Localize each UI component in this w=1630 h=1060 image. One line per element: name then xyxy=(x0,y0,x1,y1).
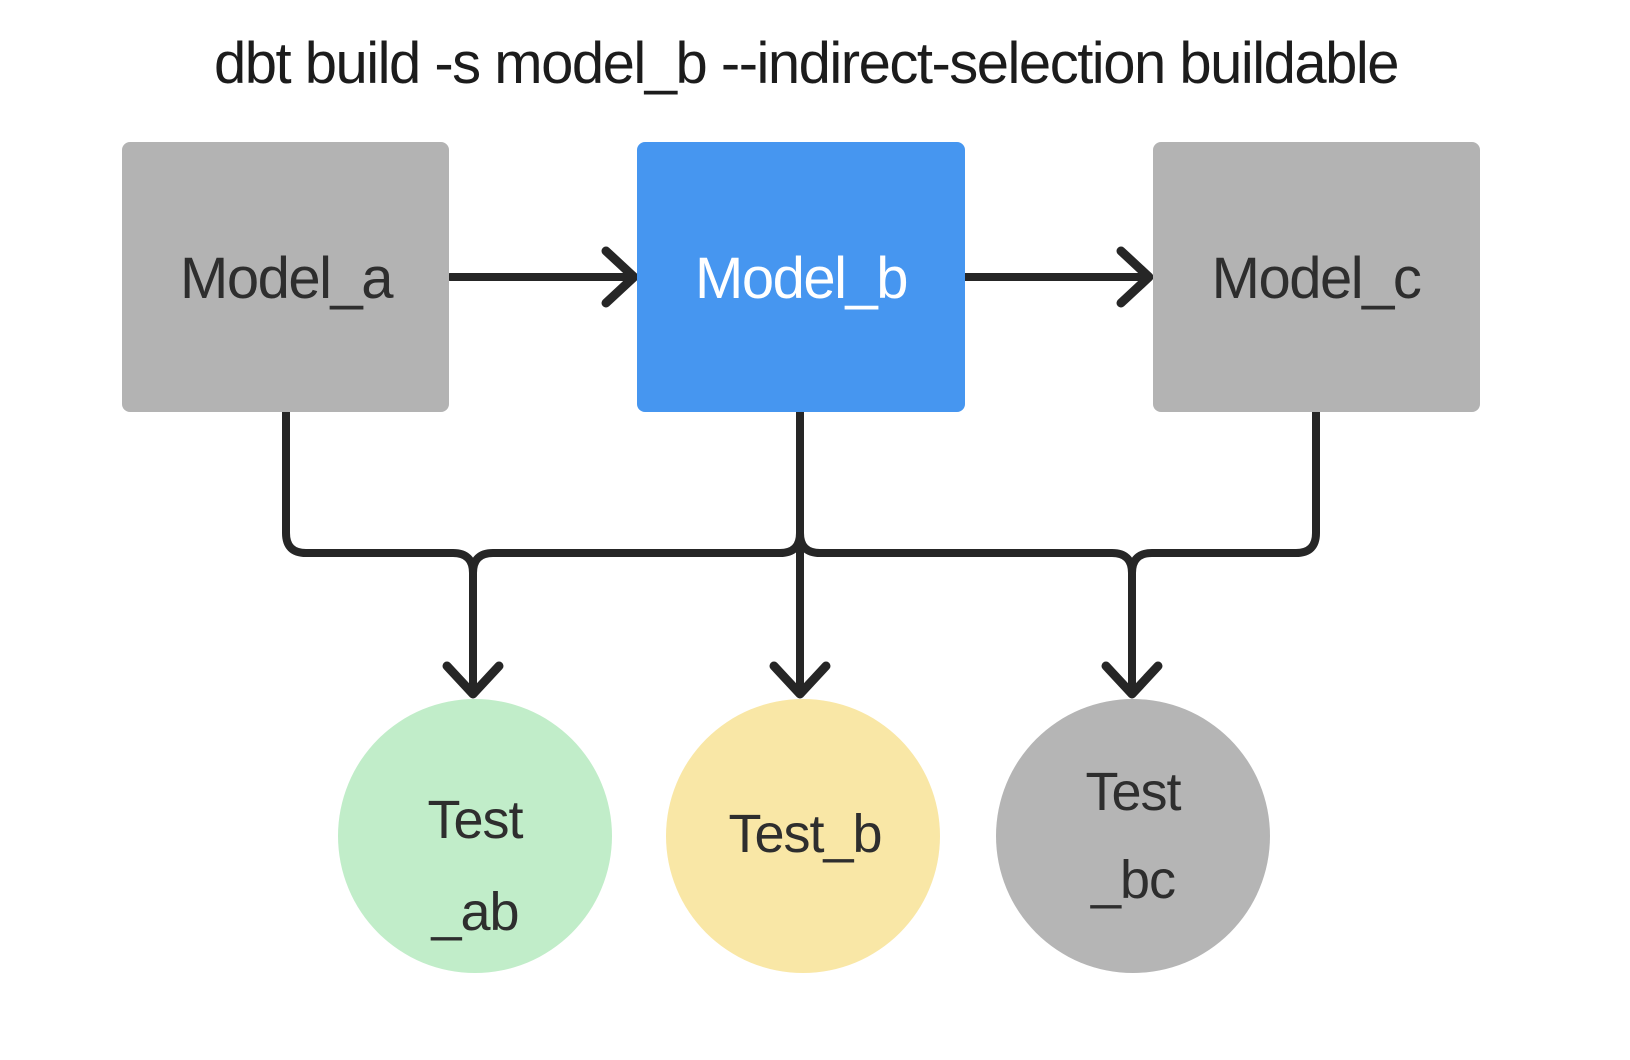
node-model-c: Model_c xyxy=(1153,142,1480,412)
test-b-label: Test_b xyxy=(728,804,881,864)
node-test-b: Test_b xyxy=(666,699,940,973)
test-b-circle xyxy=(666,699,940,973)
model-b-box xyxy=(637,142,965,412)
test-ab-label-line2: _ab xyxy=(430,882,518,942)
model-a-box xyxy=(122,142,449,412)
test-bc-label-line1: Test xyxy=(1085,762,1181,822)
node-model-b: Model_b xyxy=(637,142,965,412)
node-test-bc: Test _bc xyxy=(996,699,1270,973)
arrowhead-test-b-icon xyxy=(769,661,831,699)
arrowhead-model-b-icon xyxy=(601,246,639,308)
model-b-label: Model_b xyxy=(695,246,907,311)
test-bc-circle xyxy=(996,699,1270,973)
test-ab-label-line1: Test xyxy=(427,790,523,850)
node-model-a: Model_a xyxy=(122,142,449,412)
edge-model-a-to-test-ab xyxy=(282,408,477,696)
arrowhead-test-bc-icon xyxy=(1101,661,1163,699)
edge-bus-left xyxy=(469,529,804,577)
model-a-label: Model_a xyxy=(180,246,394,311)
node-test-ab: Test _ab xyxy=(338,699,612,973)
model-c-box xyxy=(1153,142,1480,412)
test-bc-label-line2: _bc xyxy=(1090,850,1175,910)
edge-model-c-to-bus xyxy=(1128,408,1320,577)
test-ab-circle xyxy=(338,699,612,973)
arrowhead-test-ab-icon xyxy=(442,661,504,699)
diagram-title: dbt build -s model_b --indirect-selectio… xyxy=(214,31,1398,96)
edge-bus-right-to-test-bc xyxy=(796,529,1136,696)
model-c-label: Model_c xyxy=(1212,246,1421,311)
arrowhead-model-c-icon xyxy=(1116,246,1154,308)
